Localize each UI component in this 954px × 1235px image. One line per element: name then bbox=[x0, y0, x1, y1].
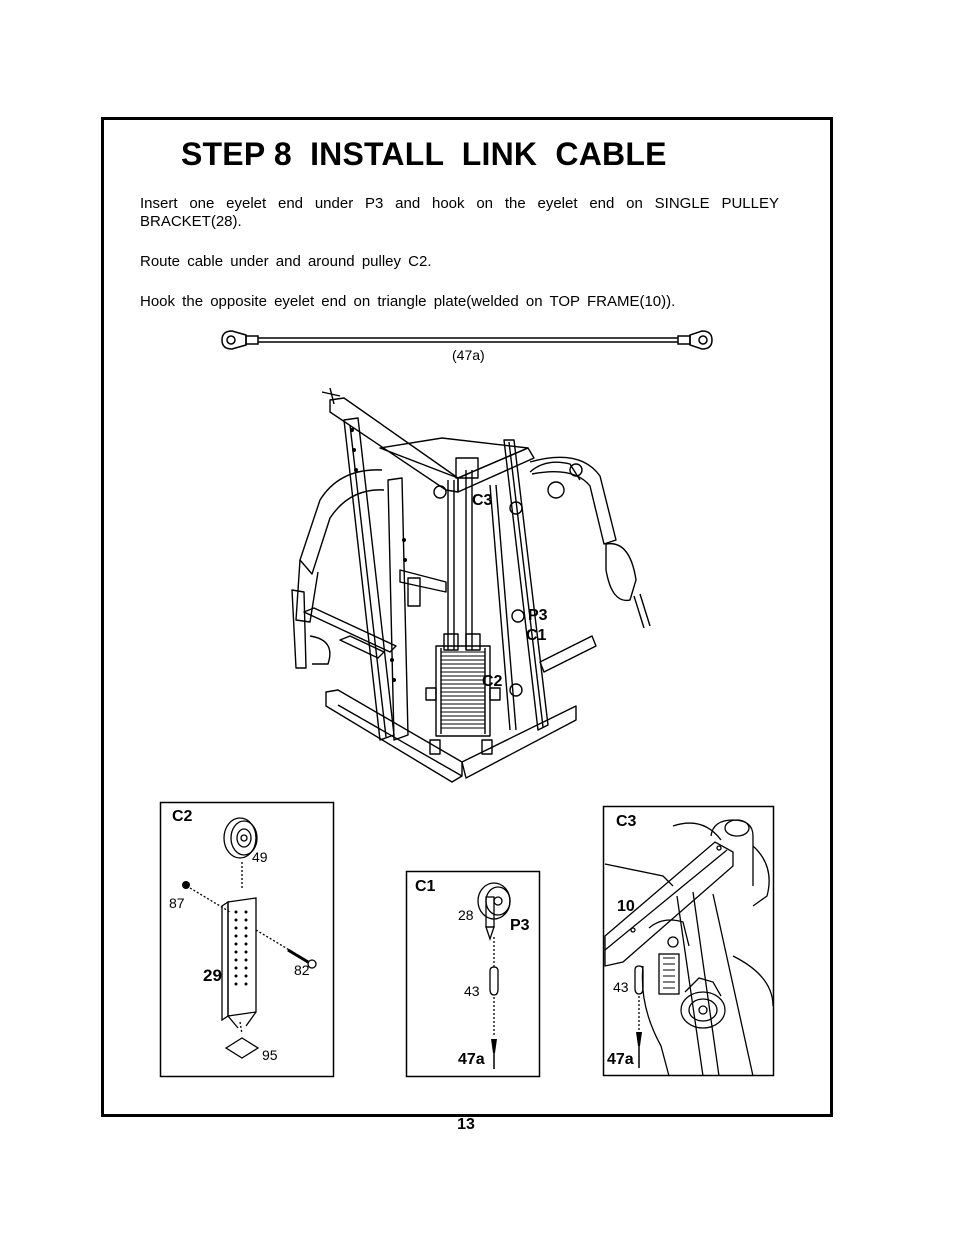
detail-c3-box: C3 10 47a 4 bbox=[602, 805, 775, 1077]
c1-part-p3: P3 bbox=[510, 917, 530, 934]
instruction-3: Hook the opposite eyelet end on triangle… bbox=[140, 293, 676, 310]
c3-part-43: 43 bbox=[613, 979, 629, 995]
instruction-1: Insert one eyelet end under P3 and hook … bbox=[140, 195, 779, 230]
c1-part-47a: 47a bbox=[458, 1051, 485, 1068]
c1-part-28: 28 bbox=[458, 907, 474, 923]
step-title: STEP 8 INSTALL LINK CABLE bbox=[181, 136, 667, 172]
c3-part-10: 10 bbox=[617, 898, 635, 915]
instruction-2: Route cable under and around pulley C2. bbox=[140, 253, 432, 270]
detail-c2-box: C2 49 87 82 95 bbox=[159, 801, 335, 1078]
c2-part-82: 82 bbox=[294, 962, 310, 978]
c2-part-49: 49 bbox=[252, 849, 268, 865]
c1-title: C1 bbox=[415, 878, 436, 895]
c3-part-47a: 47a bbox=[607, 1051, 634, 1068]
c2-part-29: 29 bbox=[203, 966, 222, 985]
page-number: 13 bbox=[457, 1116, 475, 1133]
c3-title: C3 bbox=[616, 813, 637, 830]
detail-c1-box: C1 28 43 P3 47a bbox=[405, 870, 541, 1078]
page-border bbox=[101, 117, 833, 1117]
c2-part-95: 95 bbox=[262, 1047, 278, 1063]
c2-title: C2 bbox=[172, 808, 193, 825]
c2-part-87: 87 bbox=[169, 895, 185, 911]
c1-part-43: 43 bbox=[464, 983, 480, 999]
